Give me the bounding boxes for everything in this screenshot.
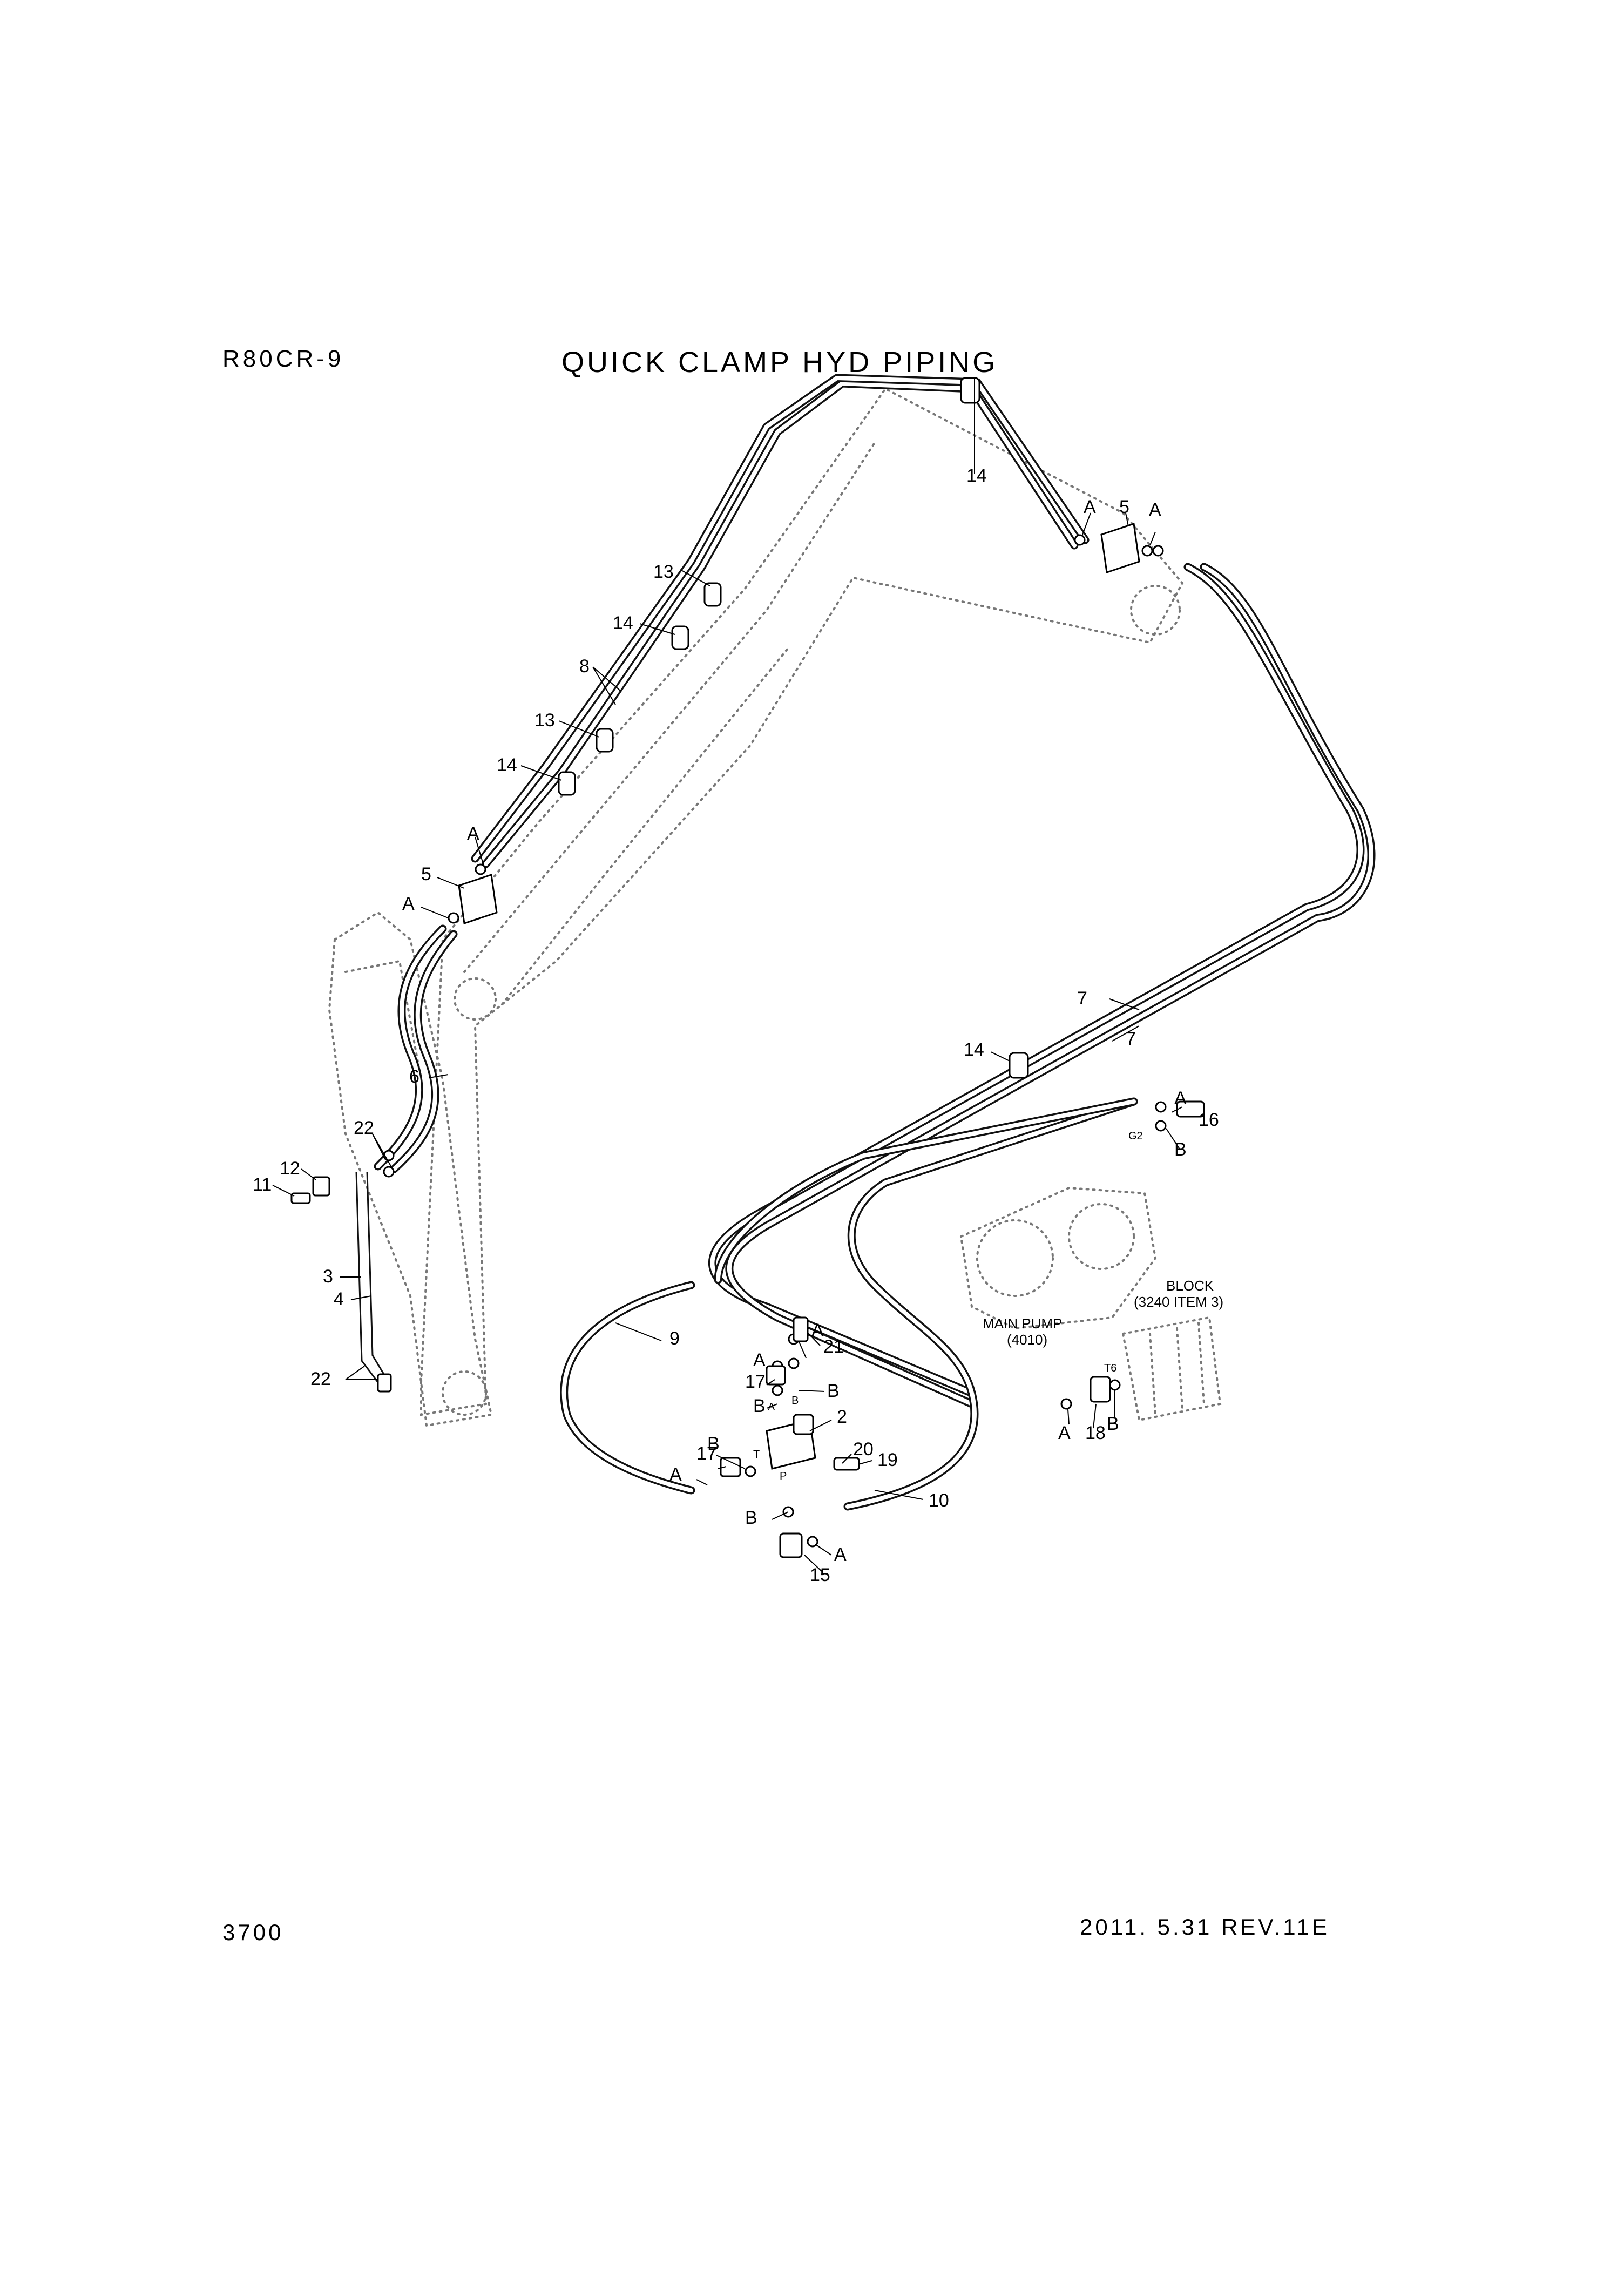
callout: B: [827, 1381, 840, 1401]
callout: 18: [1085, 1423, 1106, 1443]
caption-block: BLOCK: [1166, 1278, 1214, 1294]
callout: 10: [929, 1490, 949, 1511]
clamp-14-upper: [671, 625, 689, 650]
hose-9: [560, 1281, 695, 1495]
model-code: R80CR-9: [222, 346, 344, 372]
callout: A: [669, 1464, 682, 1485]
callout: 14: [497, 755, 517, 775]
clamp-14-hose7: [1009, 1052, 1029, 1079]
callout: A: [811, 1320, 824, 1341]
valve-port-t: T: [753, 1449, 760, 1461]
hose-clamps: [558, 377, 1029, 1079]
clamp-13-upper: [703, 582, 722, 607]
callout: A: [1058, 1423, 1071, 1443]
callout: B: [1174, 1139, 1187, 1160]
callout: 13: [534, 710, 555, 731]
callout: 3: [323, 1266, 333, 1287]
callout: 16: [1199, 1110, 1219, 1130]
callout: 5: [421, 864, 431, 884]
arm-pipes-3-4: [355, 1171, 390, 1383]
callout: A: [834, 1544, 847, 1565]
valve-port-a: A: [768, 1401, 775, 1413]
bolt-11: [290, 1192, 311, 1204]
callout: A: [1174, 1088, 1187, 1109]
elbow-18: [1090, 1376, 1111, 1403]
fittings: [290, 534, 1205, 1558]
callout: 9: [669, 1328, 680, 1349]
main-pump-outline: [959, 1186, 1157, 1330]
elbow-22-bottom: [377, 1373, 392, 1393]
caption-block-ref: (3240 ITEM 3): [1134, 1294, 1223, 1310]
clamp-14-top: [960, 377, 980, 404]
callout: 15: [810, 1565, 830, 1585]
port-t6: T6: [1104, 1362, 1116, 1374]
valve-port-p: P: [780, 1470, 787, 1482]
page-title: QUICK CLAMP HYD PIPING: [561, 346, 998, 379]
callout: 11: [253, 1174, 272, 1195]
connector-17-upper: [766, 1365, 786, 1386]
brackets-5: [458, 523, 1140, 924]
arm-hose-6: [374, 924, 458, 1173]
port-g2: G2: [1128, 1130, 1143, 1142]
connector-17-lower: [720, 1457, 741, 1477]
callout: 19: [877, 1450, 898, 1470]
callout: 5: [1119, 497, 1129, 517]
clamp-14-lower: [558, 771, 576, 796]
arm-outline: [328, 911, 493, 1427]
callout: B: [745, 1508, 757, 1528]
callout: 21: [823, 1336, 844, 1357]
elbow-15: [779, 1532, 803, 1558]
callout: A: [402, 894, 415, 914]
callout: A: [753, 1350, 766, 1370]
callout: 14: [964, 1039, 984, 1060]
callout: 22: [354, 1118, 374, 1138]
callout: A: [467, 823, 479, 844]
revision-date: 2011. 5.31 REV.11E: [1080, 1914, 1330, 1940]
callout: B: [753, 1396, 766, 1416]
connector-21: [793, 1316, 809, 1342]
callout: B: [1107, 1414, 1119, 1434]
callout: 13: [653, 562, 674, 582]
hose-10: [843, 1097, 1138, 1511]
callout: 17: [745, 1372, 766, 1392]
bracket-5-boom: [458, 874, 498, 924]
callout: 4: [334, 1289, 344, 1309]
valve-block-2: T A B P: [753, 1395, 816, 1482]
callout: 14: [966, 465, 987, 486]
caption-main-pump-ref: (4010): [1007, 1332, 1047, 1348]
callout: 6: [409, 1066, 419, 1087]
bracket-5-top: [1100, 523, 1140, 573]
clamp-12: [312, 1176, 330, 1197]
callout-labels: 14 A 5 A 13 14 8 13 14 A 5 A 7 7 14 6 22…: [253, 465, 1219, 1585]
callout: 2: [837, 1407, 847, 1427]
clamp-13-lower: [596, 728, 614, 753]
callout: A: [1084, 497, 1096, 517]
leader-lines: [272, 378, 1183, 1572]
callout: 22: [310, 1369, 331, 1389]
callout: 7: [1126, 1029, 1136, 1049]
callout: 8: [579, 656, 590, 677]
callout: 12: [280, 1158, 300, 1179]
page-number: 3700: [222, 1920, 284, 1945]
callout: 7: [1077, 988, 1087, 1009]
callout: 20: [853, 1439, 874, 1460]
caption-main-pump: MAIN PUMP: [983, 1315, 1062, 1332]
valve-port-b: B: [791, 1395, 799, 1407]
callout: 17: [696, 1443, 717, 1464]
callout: 14: [613, 613, 633, 633]
callout: A: [1149, 499, 1161, 520]
pump-supply-hose: [714, 1097, 1138, 1284]
callout: B: [707, 1434, 720, 1454]
hoses-7: [708, 563, 1376, 1408]
block-outline: [1121, 1316, 1222, 1422]
